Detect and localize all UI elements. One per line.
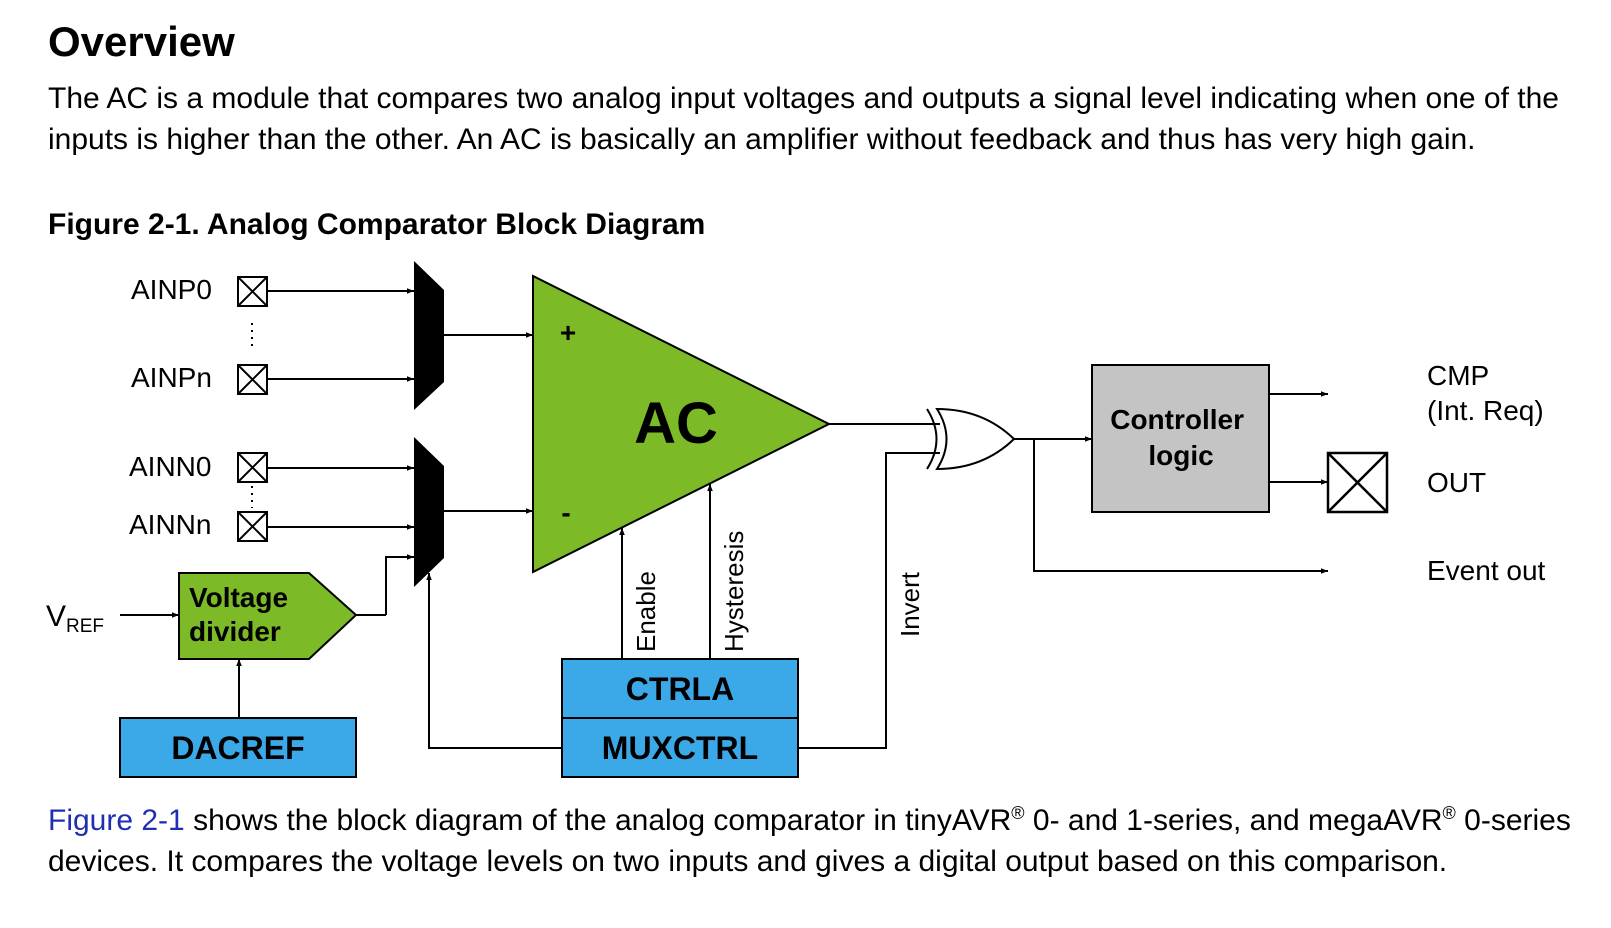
muxctrl-label: MUXCTRL [602,730,758,766]
pin-out-box [1326,451,1389,514]
int-req-label: (Int. Req) [1427,395,1544,426]
wire-invert [798,452,940,749]
controller-logic-block [1091,364,1270,513]
ctrla-label: CTRLA [626,671,734,707]
pin-ainn0-box [237,452,268,483]
ctrla-register [561,658,799,719]
hysteresis-label: Hysteresis [719,531,749,652]
comparator-label: AC [634,391,718,456]
event-out-label: Event out [1427,555,1546,586]
intro-paragraph: The AC is a module that compares two ana… [48,82,1559,156]
voltage-divider-label: Voltage divider [189,582,296,647]
muxctrl-register [561,717,799,778]
wire-muxctrl-to-mux [426,573,562,749]
out-label: OUT [1427,467,1486,498]
pin-ainp0-box [237,276,268,307]
dacref-label: DACREF [171,730,304,766]
xor-gate [926,407,1016,471]
ainpn-label: AINPn [131,362,212,393]
pin-ainpn-box [237,364,268,395]
controller-logic-label: Controller logic [1110,404,1252,471]
figure-link[interactable]: Figure 2-1 [48,804,185,837]
pin-ainnn-box [237,511,268,542]
ainn0-label: AINN0 [129,451,211,482]
cmp-label: CMP [1427,360,1489,391]
minus-sign: - [561,497,570,528]
comparator-triangle [532,274,832,574]
ainp0-label: AINP0 [131,274,212,305]
footer-paragraph: Figure 2-1 shows the block diagram of th… [48,803,1571,878]
enable-label: Enable [631,571,661,652]
invert-label: Invert [895,571,925,637]
figure-caption: Figure 2-1. Analog Comparator Block Diag… [48,208,706,241]
wire-event-out [1033,439,1328,574]
plus-sign: + [560,317,576,348]
ainnn-label: AINNn [129,509,211,540]
voltage-divider-block [178,572,358,660]
negative-mux [414,437,444,587]
vref-label: VREF [46,600,104,637]
section-heading: Overview [48,18,235,65]
wire-divider-up [385,554,414,615]
positive-mux [414,261,444,410]
